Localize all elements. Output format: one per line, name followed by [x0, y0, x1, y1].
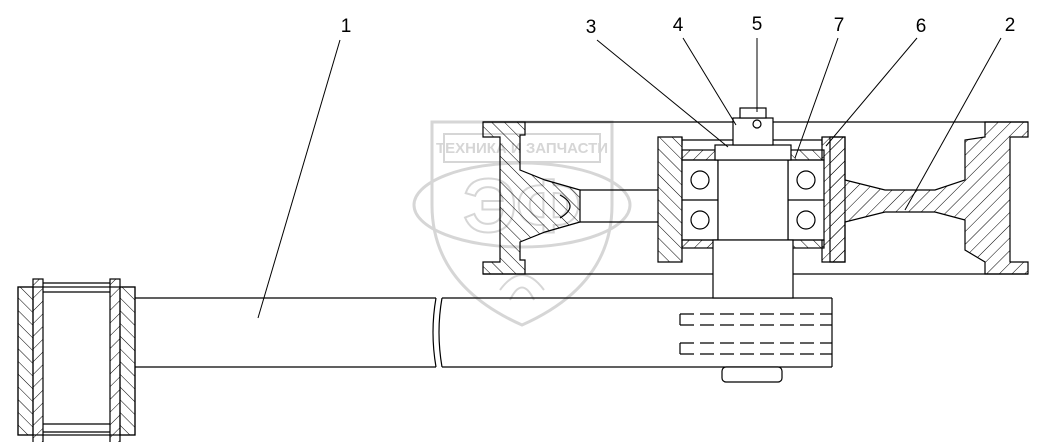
axle	[681, 107, 823, 299]
callout-7: 7	[834, 15, 845, 36]
watermark-top-text: ТЕХНИКА И ЗАПЧАСТИ	[436, 140, 608, 157]
callouts: 1 3 4 5 7 6 2	[341, 14, 1016, 38]
ball	[690, 170, 710, 190]
rim-left-section	[482, 121, 581, 275]
bushing-right-wall	[119, 286, 136, 436]
bolt-head	[739, 107, 767, 119]
ball	[796, 170, 816, 190]
rim-right-section	[829, 121, 1029, 275]
lower-nut	[721, 366, 783, 383]
washer	[714, 144, 792, 161]
callout-6: 6	[916, 16, 927, 37]
hub-section	[657, 136, 683, 263]
lever-arm	[17, 278, 833, 442]
ball	[690, 210, 710, 230]
grease-nipple	[752, 119, 762, 129]
callout-5: 5	[752, 14, 763, 35]
bushing-left-wall	[17, 286, 34, 436]
bushing-liner-right	[109, 278, 121, 442]
leader-lines	[257, 37, 1002, 319]
callout-3: 3	[586, 17, 597, 38]
bushing-liner-left	[32, 278, 44, 442]
callout-1: 1	[341, 16, 352, 37]
callout-2: 2	[1005, 15, 1016, 36]
watermark-shield	[430, 120, 614, 327]
callout-4: 4	[673, 15, 684, 36]
bearings	[681, 149, 825, 249]
ball	[796, 210, 816, 230]
